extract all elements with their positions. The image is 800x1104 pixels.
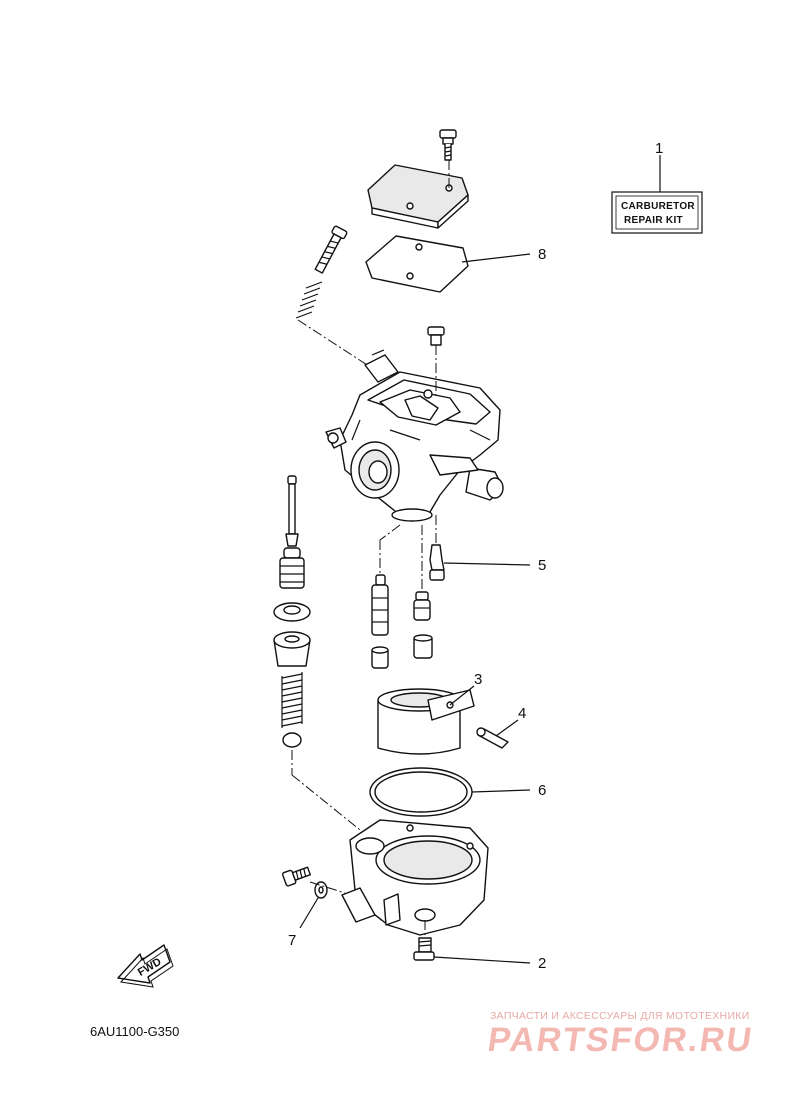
- accelerator-pump-column: [273, 475, 371, 839]
- callout-6: 6: [538, 782, 546, 799]
- callout-7-group: 7: [281, 866, 346, 949]
- callout-5: 5: [538, 557, 546, 574]
- callout-3: 3: [474, 671, 482, 688]
- drain-screw: [281, 866, 312, 887]
- callout-8: 8: [538, 246, 546, 263]
- callout-5-group: 5: [429, 515, 546, 581]
- watermark-tagline: ЗАПЧАСТИ И АКСЕССУАРЫ ДЛЯ МОТОТЕХНИКИ: [490, 1010, 750, 1022]
- float: [377, 688, 475, 755]
- fwd-arrow-icon: FWD: [117, 944, 174, 988]
- cover-screw: [439, 129, 457, 161]
- top-cover-plate: [367, 160, 469, 229]
- callout-6-group: 6: [369, 767, 546, 817]
- needle-valve: [429, 544, 445, 571]
- callout-2: 2: [538, 955, 546, 972]
- callout-3-group: 3: [377, 671, 482, 755]
- watermark-brand: PARTSFOR.RU: [485, 1021, 756, 1059]
- drawing-code: 6AU1100-G350: [90, 1024, 180, 1039]
- kit-label-line1: CARBURETOR: [621, 201, 695, 212]
- float-chamber-bowl: [341, 819, 489, 936]
- callout-2-group: 2: [413, 920, 546, 972]
- callout-1: 1: [655, 140, 663, 157]
- cover-gasket: [365, 235, 469, 293]
- pilot-spring-icon: [295, 281, 323, 319]
- carburetor-body: [325, 349, 504, 522]
- repair-kit-label-box: CARBURETOR REPAIR KIT: [611, 191, 703, 234]
- pilot-jet-column: [413, 525, 433, 659]
- accelerator-spring-icon: [281, 672, 303, 728]
- pilot-screw-assembly: [295, 225, 379, 373]
- callout-1-group: 1 CARBURETOR REPAIR KIT: [611, 140, 703, 234]
- callout-4: 4: [518, 705, 526, 722]
- main-nozzle-column: [371, 524, 401, 669]
- bowl-screw: [413, 937, 435, 961]
- body-plug: [427, 326, 445, 395]
- callout-4-group: 4: [476, 705, 526, 749]
- kit-label-line2: REPAIR KIT: [624, 215, 683, 226]
- callout-8-group: 8: [365, 235, 546, 293]
- callout-7: 7: [288, 932, 296, 949]
